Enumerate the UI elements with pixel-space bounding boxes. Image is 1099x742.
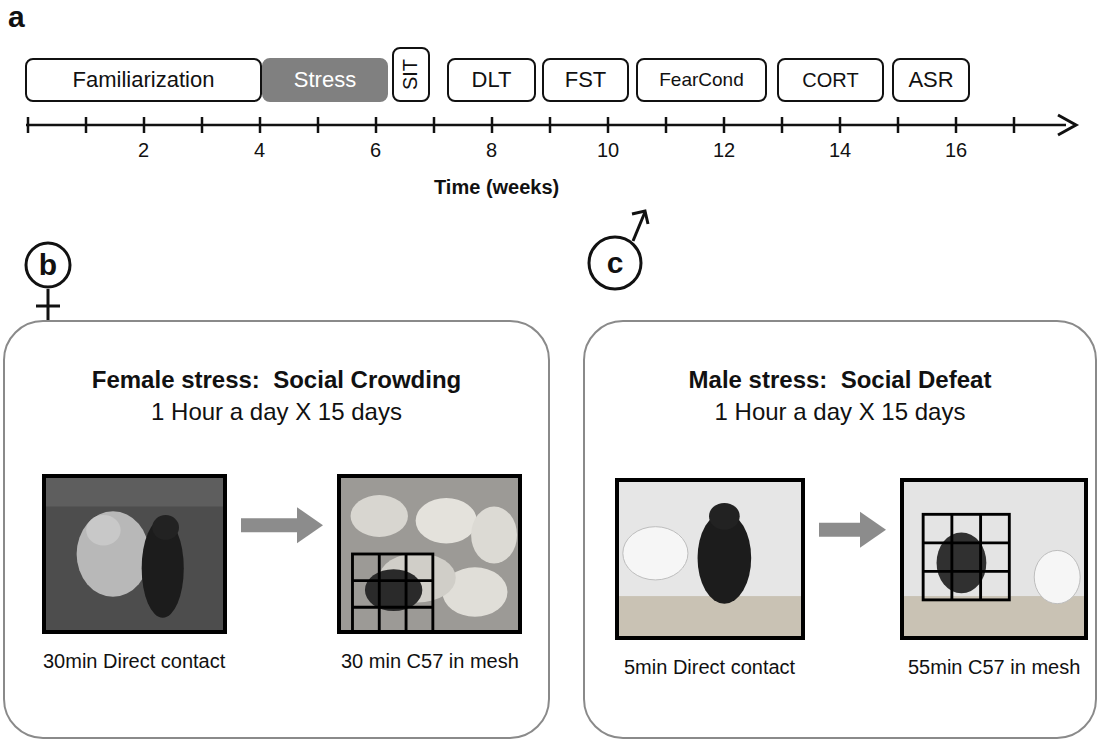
stress-panel: Male stress: Social Defeat 1 Hour a day X… [583,320,1097,739]
photo-frame: 30 min C57 in mesh [337,474,522,684]
tick-number: 16 [945,139,967,162]
photo-frame: 30min Direct contact [42,474,227,684]
photo-frame: 55min C57 in mesh [900,478,1088,690]
tick-number: 12 [713,139,735,162]
photo-caption: 55min C57 in mesh [908,656,1080,679]
panel-title: Male stress: Social Defeat [585,366,1095,394]
timeline-phase-box: Familiarization [25,58,262,102]
panel-title: Female stress: Social Crowding [5,366,548,394]
axis-title: Time (weeks) [434,176,559,199]
panel-subtitle: 1 Hour a day X 15 days [585,398,1095,426]
phase-label: SIT [400,59,423,90]
mouse-photo [615,478,805,640]
timeline-phase-box: CORT [777,58,884,102]
timeline-phase-box: FST [542,58,629,102]
tick-number: 2 [138,139,149,162]
tick-number: 10 [597,139,619,162]
mouse-photo [337,474,522,634]
tick-number: 6 [370,139,381,162]
photo-caption: 5min Direct contact [624,656,795,679]
flow-arrow [241,507,323,543]
photo-frame: 5min Direct contact [615,478,805,690]
flow-arrow [819,512,886,548]
phase-label: DLT [472,67,512,93]
panel-letter-circle: b [24,241,72,289]
timeline-phase-box: DLT [447,58,536,102]
phase-label: ASR [908,67,953,93]
tick-number: 4 [254,139,265,162]
photo-caption: 30min Direct contact [43,650,225,673]
tick-number: 8 [486,139,497,162]
tick-number: 14 [829,139,851,162]
panel-letter: c [586,234,644,292]
timeline-phase-box: Stress [262,58,388,102]
mouse-photo [42,474,227,634]
phase-label: CORT [802,69,858,92]
timeline-phase-box: SIT [392,47,430,102]
panel-subtitle: 1 Hour a day X 15 days [5,398,548,426]
phase-label: Familiarization [73,67,215,93]
phase-label: FST [565,67,607,93]
phase-label: Stress [294,67,356,93]
phase-label: FearCond [659,69,744,91]
mouse-photo [900,478,1088,640]
panel-letter: b [24,241,72,289]
timeline-phase-box: FearCond [636,58,767,102]
panel-letter: a [8,0,25,34]
panel-letter-circle: c [586,234,644,292]
photo-caption: 30 min C57 in mesh [341,650,519,673]
stress-panel: Female stress: Social Crowding 1 Hour a d… [3,320,550,739]
timeline-phase-box: ASR [892,58,970,102]
